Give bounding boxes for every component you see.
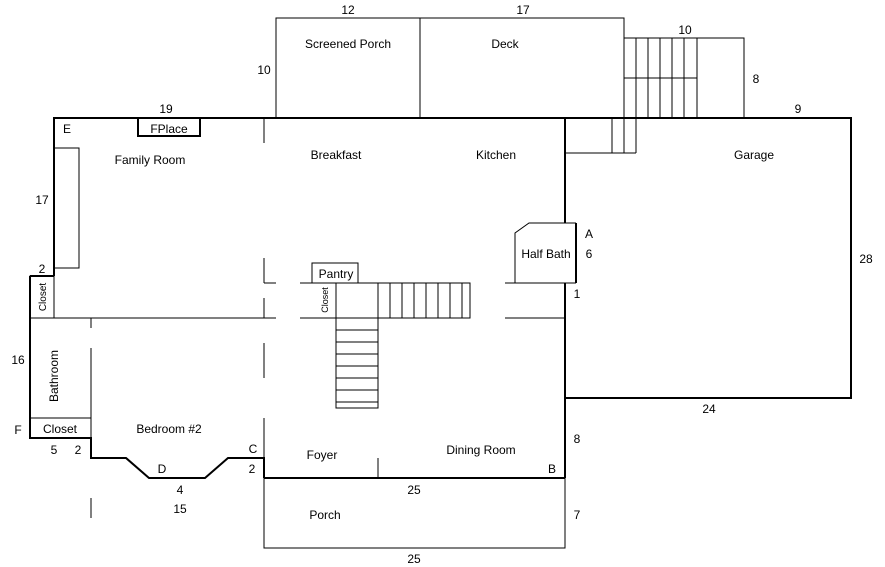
label-breakfast: Breakfast	[311, 148, 362, 162]
dim-left-jog: 2	[39, 262, 46, 276]
dim-bedroom-width: 15	[173, 502, 187, 516]
marker-d: D	[158, 462, 167, 476]
dim-family-room-width: 19	[159, 102, 173, 116]
marker-e: E	[63, 122, 71, 136]
dim-rear-stair-width: 10	[678, 23, 692, 37]
marker-c: C	[249, 442, 258, 456]
rear-stairs	[565, 37, 745, 154]
label-kitchen: Kitchen	[476, 148, 516, 162]
dim-bottom-left-width: 5	[51, 443, 58, 457]
dim-screened-porch-depth: 10	[257, 63, 271, 77]
dim-half-bath-depth: 6	[586, 247, 593, 261]
label-closet-stair: Closet	[320, 287, 330, 313]
dim-porch-width: 25	[407, 552, 421, 566]
marker-a: A	[585, 227, 593, 241]
corner-markers: A B C D E F	[14, 122, 593, 476]
dim-dining-depth: 8	[574, 432, 581, 446]
label-closet-left: Closet	[38, 283, 49, 312]
dim-screened-porch-width: 12	[341, 3, 355, 17]
label-closet-bottom: Closet	[43, 422, 78, 436]
label-foyer: Foyer	[307, 448, 338, 462]
label-screened-porch: Screened Porch	[305, 37, 391, 51]
dim-half-bath-jog: 1	[574, 287, 581, 301]
dim-family-room-depth: 17	[35, 193, 49, 207]
dim-garage-width: 24	[702, 402, 716, 416]
dim-bottom-left-jog: 2	[75, 443, 82, 457]
label-fireplace: FPlace	[150, 122, 188, 136]
dim-deck-width: 17	[516, 3, 530, 17]
marker-f: F	[14, 423, 21, 437]
label-pantry: Pantry	[319, 267, 354, 281]
dim-garage-depth: 28	[859, 252, 873, 266]
label-porch: Porch	[309, 508, 340, 522]
label-half-bath: Half Bath	[521, 247, 570, 261]
screened-porch-deck-outline	[275, 17, 625, 119]
dim-bay-jog: 2	[249, 462, 256, 476]
label-bathroom: Bathroom	[47, 350, 61, 402]
label-deck: Deck	[491, 37, 519, 51]
room-labels: Screened Porch Deck Family Room Breakfas…	[38, 37, 774, 522]
dim-porch-depth: 7	[574, 508, 581, 522]
interior-stairs	[335, 282, 471, 409]
label-bedroom-2: Bedroom #2	[136, 422, 202, 436]
dim-front-width: 25	[407, 483, 421, 497]
marker-b: B	[548, 462, 556, 476]
front-porch-outline	[263, 477, 566, 549]
dim-left-wing-depth: 16	[11, 353, 25, 367]
dim-bay-width: 4	[177, 483, 184, 497]
dim-garage-top-offset: 9	[795, 102, 802, 116]
label-dining-room: Dining Room	[446, 443, 515, 457]
dimension-labels: 12 17 10 8 9 10 19 17 2 16 5 2 4 2 25 28…	[11, 3, 873, 566]
label-garage: Garage	[734, 148, 774, 162]
dim-rear-stair-height: 8	[753, 72, 760, 86]
label-family-room: Family Room	[115, 153, 186, 167]
